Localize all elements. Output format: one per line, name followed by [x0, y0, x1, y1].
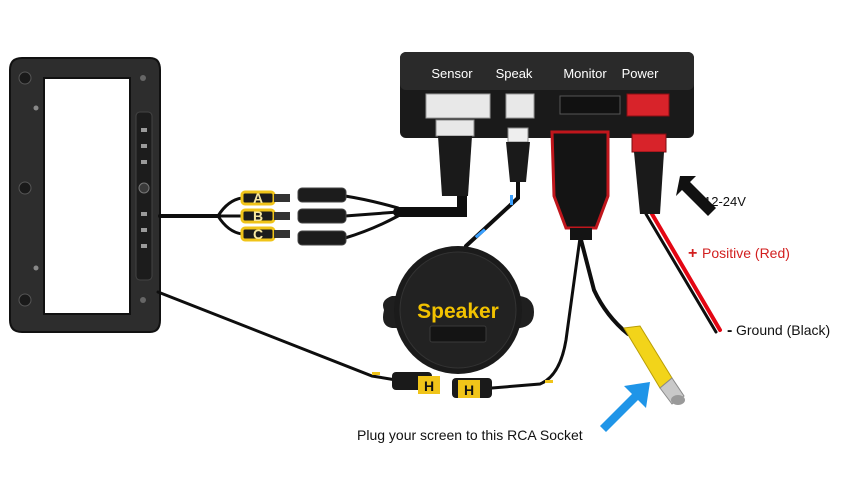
h-connectors: H H [392, 372, 492, 398]
sensor-cable-a [216, 196, 244, 218]
speaker-cable [464, 178, 520, 248]
power-plug [631, 133, 667, 153]
sensor-label-c: C [253, 226, 263, 242]
positive-label: Positive (Red) [702, 245, 790, 261]
license-plate-frame [9, 57, 161, 333]
monitor-port [559, 95, 621, 115]
port-label-speak: Speak [496, 66, 533, 81]
ground-label: Ground (Black) [736, 322, 830, 338]
ground-sign: - [727, 322, 732, 339]
port-label-power: Power [622, 66, 660, 81]
rca-caption: Plug your screen to this RCA Socket [357, 427, 583, 443]
cables [156, 178, 722, 390]
positive-wire [650, 212, 722, 332]
sensor-cable-c [216, 214, 244, 236]
speaker-label: Speaker [417, 300, 499, 323]
monitor-cable [490, 236, 582, 390]
positive-sign: + [688, 245, 697, 262]
h-label-left: H [424, 378, 434, 394]
box-plugs [435, 119, 667, 240]
port-label-monitor: Monitor [563, 66, 607, 81]
voltage-pointer-arrow [676, 176, 716, 216]
voltage-label: 12-24V [704, 194, 746, 209]
speak-plug [507, 127, 529, 143]
monitor-plug [550, 130, 610, 230]
camera-cable [156, 290, 398, 382]
sensor-label-b: B [253, 208, 263, 224]
sensor-bundle [393, 185, 467, 217]
sensor-label-a: A [253, 190, 263, 206]
rca-pointer-arrow [600, 382, 650, 432]
speak-port [505, 93, 535, 119]
sensor-plug [435, 119, 475, 137]
ground-wire [644, 212, 718, 334]
port-label-sensor: Sensor [431, 66, 473, 81]
sensor-connectors: A B C [240, 187, 347, 246]
speaker: Speaker [383, 246, 534, 374]
power-port [626, 93, 670, 117]
h-label-right: H [464, 382, 474, 398]
sensor-port [425, 93, 491, 119]
control-box: Sensor Speak Monitor Power [400, 52, 694, 138]
rca-cable [578, 234, 630, 336]
rca-socket [623, 325, 685, 405]
